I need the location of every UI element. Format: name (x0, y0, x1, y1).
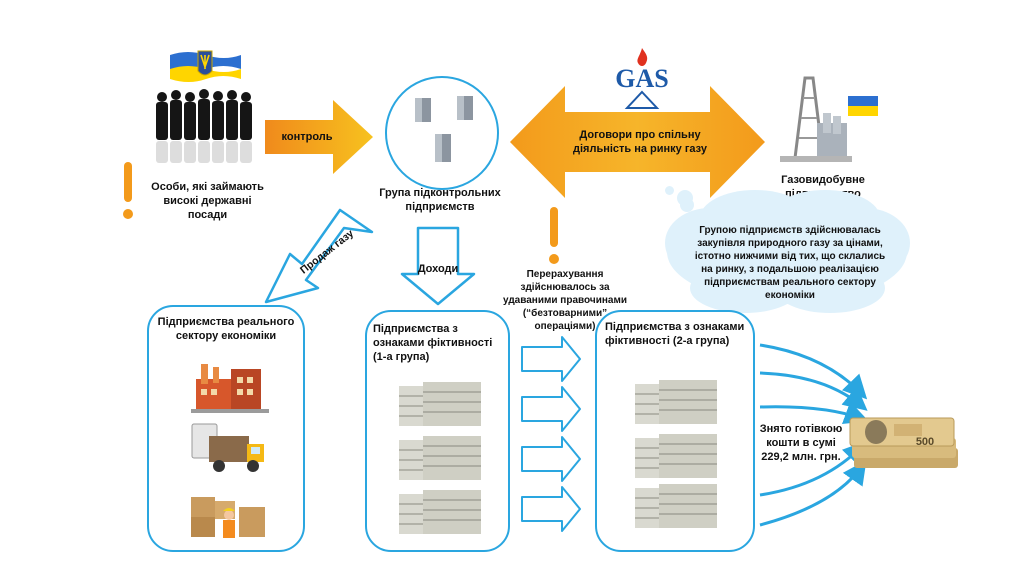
real-sector-title: Підприємства реального сектору економіки (157, 316, 295, 342)
cloud-text: Групою підприємств здійснювалась закупів… (694, 225, 886, 301)
fictitious-box-2: Підприємства з ознаками фіктивності (2-а… (595, 310, 755, 552)
office-buildings-icon (415, 96, 473, 162)
cloud-bubble-small (680, 198, 694, 212)
control-arrow (265, 100, 373, 174)
fictitious-box-1: Підприємства з ознаками фіктивності (1-а… (365, 310, 510, 552)
cash-withdrawn-text: Знято готівкою кошти в сумі 229,2 млн. г… (759, 423, 843, 463)
ukraine-flag-icon (170, 50, 241, 82)
gas-logo: GAS (612, 48, 672, 109)
cloud-bubble-tiny (665, 186, 674, 195)
officials-group (150, 45, 260, 185)
apartment-building-icon (399, 382, 481, 426)
agreement-arrow-label: Договори про спільну діяльність на ринку… (573, 129, 707, 155)
transfer-note: Перерахування здійснювалось за удаваними… (503, 269, 627, 332)
income-arrow-label: Доходи (417, 263, 459, 275)
agreement-double-arrow (510, 86, 765, 198)
apartment-building-icon (399, 490, 481, 534)
income-arrow (400, 226, 476, 306)
sale-arrow (264, 208, 374, 304)
fictitious-box-1-title: Підприємства з ознаками фіктивності (1-а… (373, 323, 493, 363)
control-arrow-label: контроль (281, 131, 333, 143)
warning-exclamation-icon (549, 207, 559, 264)
real-sector-box: Підприємства реального сектору економіки (147, 305, 305, 552)
officials-label: Особи, які займають високі державні поса… (151, 181, 264, 221)
banknote-denomination: 500 (915, 436, 935, 448)
warning-exclamation-icon (123, 162, 133, 219)
apartment-building-icon (635, 380, 717, 424)
apartment-building-icon (635, 434, 717, 478)
controlled-group-label: Група підконтрольних підприємств (379, 187, 501, 213)
apartment-building-icon (635, 484, 717, 528)
gas-logo-base-icon (624, 90, 660, 109)
flame-icon (637, 48, 648, 66)
factory-icon (191, 364, 269, 413)
ukraine-flag-small-icon (848, 96, 878, 116)
transfer-arrows (521, 336, 581, 532)
officials-silhouettes-icon (156, 89, 252, 163)
controlled-group-circle (385, 76, 499, 190)
apartment-building-icon (399, 436, 481, 480)
thought-cloud (665, 190, 910, 313)
gas-logo-text: GAS (615, 64, 669, 93)
gas-rig-icon (780, 76, 852, 162)
truck-icon (191, 423, 264, 472)
warehouse-worker-icon (191, 497, 265, 538)
fictitious-box-2-title: Підприємства з ознаками фіктивності (2-а… (605, 321, 745, 347)
money-stack-icon (849, 417, 958, 468)
